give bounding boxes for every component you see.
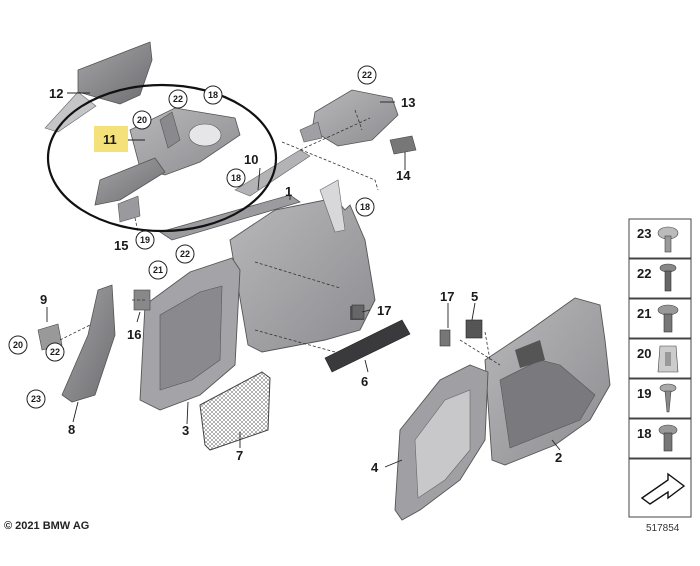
callout-13: 13 (401, 95, 415, 110)
callout-17-left: 17 (377, 303, 391, 318)
fastener-legend: 23 22 21 20 (628, 218, 692, 518)
callout-10: 10 (244, 152, 258, 167)
callout-9: 9 (40, 292, 47, 307)
circled-ref-22: 22 (45, 342, 65, 362)
svg-text:23: 23 (31, 394, 41, 404)
circled-ref-20: 20 (132, 110, 152, 130)
legend-row-23: 23 (628, 218, 692, 259)
circled-ref-22: 22 (168, 89, 188, 109)
svg-text:18: 18 (231, 173, 241, 183)
expanding-rivet-icon (659, 263, 677, 292)
callout-16: 16 (127, 327, 141, 342)
svg-text:19: 19 (637, 386, 651, 401)
legend-row-20: 20 (628, 338, 692, 379)
circled-ref-23: 23 (26, 389, 46, 409)
part-4-storage-box (394, 364, 489, 521)
svg-text:21: 21 (637, 306, 651, 321)
part-17-clip-right (439, 329, 451, 347)
callout-5: 5 (471, 289, 478, 304)
callout-7: 7 (236, 448, 243, 463)
legend-row-21: 21 (628, 298, 692, 339)
part-12-trim (44, 41, 153, 133)
svg-text:20: 20 (13, 340, 23, 350)
svg-text:20: 20 (637, 346, 651, 361)
push-rivet-icon (658, 424, 678, 452)
callout-3: 3 (182, 423, 189, 438)
circled-ref-19: 19 (135, 230, 155, 250)
callout-2: 2 (555, 450, 562, 465)
part-8-pillar (61, 284, 116, 403)
svg-text:22: 22 (362, 70, 372, 80)
circled-ref-22: 22 (175, 244, 195, 264)
legend-row-19: 19 (628, 378, 692, 419)
callout-1: 1 (285, 184, 292, 199)
svg-text:22: 22 (180, 249, 190, 259)
legend-row-18: 18 (628, 418, 692, 459)
part-11-bracket (94, 107, 241, 223)
svg-text:22: 22 (173, 94, 183, 104)
callout-8: 8 (68, 422, 75, 437)
svg-text:21: 21 (153, 265, 163, 275)
circled-ref-18: 18 (203, 85, 223, 105)
svg-text:22: 22 (637, 266, 651, 281)
highlight-box-11 (94, 126, 128, 152)
svg-text:22: 22 (50, 347, 60, 357)
callout-4: 4 (371, 460, 379, 475)
callout-15: 15 (114, 238, 128, 253)
copyright-text: © 2021 BMW AG (4, 520, 90, 532)
direction-arrow-icon (640, 472, 686, 505)
callout-17-right: 17 (440, 289, 454, 304)
svg-text:20: 20 (137, 115, 147, 125)
svg-text:23: 23 (637, 226, 651, 241)
circled-ref-18: 18 (226, 168, 246, 188)
circled-ref-21: 21 (148, 260, 168, 280)
part-5-clip (465, 319, 483, 339)
svg-text:18: 18 (208, 90, 218, 100)
screw-icon (659, 383, 677, 413)
clip-nut-icon (657, 226, 679, 253)
image-id: 517854 (646, 523, 680, 534)
callout-11: 11 (103, 132, 117, 147)
circled-ref-20: 20 (8, 335, 28, 355)
callout-6: 6 (361, 374, 368, 389)
callout-12: 12 (49, 86, 63, 101)
part-17-clip-left (351, 304, 365, 320)
expanding-rivet-large-icon (657, 304, 679, 333)
circled-refs: 22 18 20 22 18 18 19 22 (8, 65, 377, 409)
legend-arrow-box (628, 458, 692, 518)
circled-ref-22: 22 (357, 65, 377, 85)
part-13-bracket (299, 89, 399, 147)
circled-ref-18: 18 (355, 197, 375, 217)
part-2-side-panel (484, 297, 611, 466)
svg-text:19: 19 (140, 235, 150, 245)
svg-text:18: 18 (360, 202, 370, 212)
highlight-oval (46, 83, 278, 233)
part-14-cover (389, 135, 417, 155)
callout-14: 14 (396, 168, 411, 183)
legend-row-22: 22 (628, 258, 692, 299)
spring-nut-icon (657, 345, 679, 373)
callout-numbers: 12 11 10 1 13 14 15 9 16 17 6 8 3 7 17 5… (40, 86, 562, 475)
part-3-storage-box (139, 257, 241, 411)
part-7-net (199, 371, 271, 451)
part-6-bar (324, 319, 411, 373)
svg-text:18: 18 (637, 426, 651, 441)
leader-lines (46, 92, 561, 468)
